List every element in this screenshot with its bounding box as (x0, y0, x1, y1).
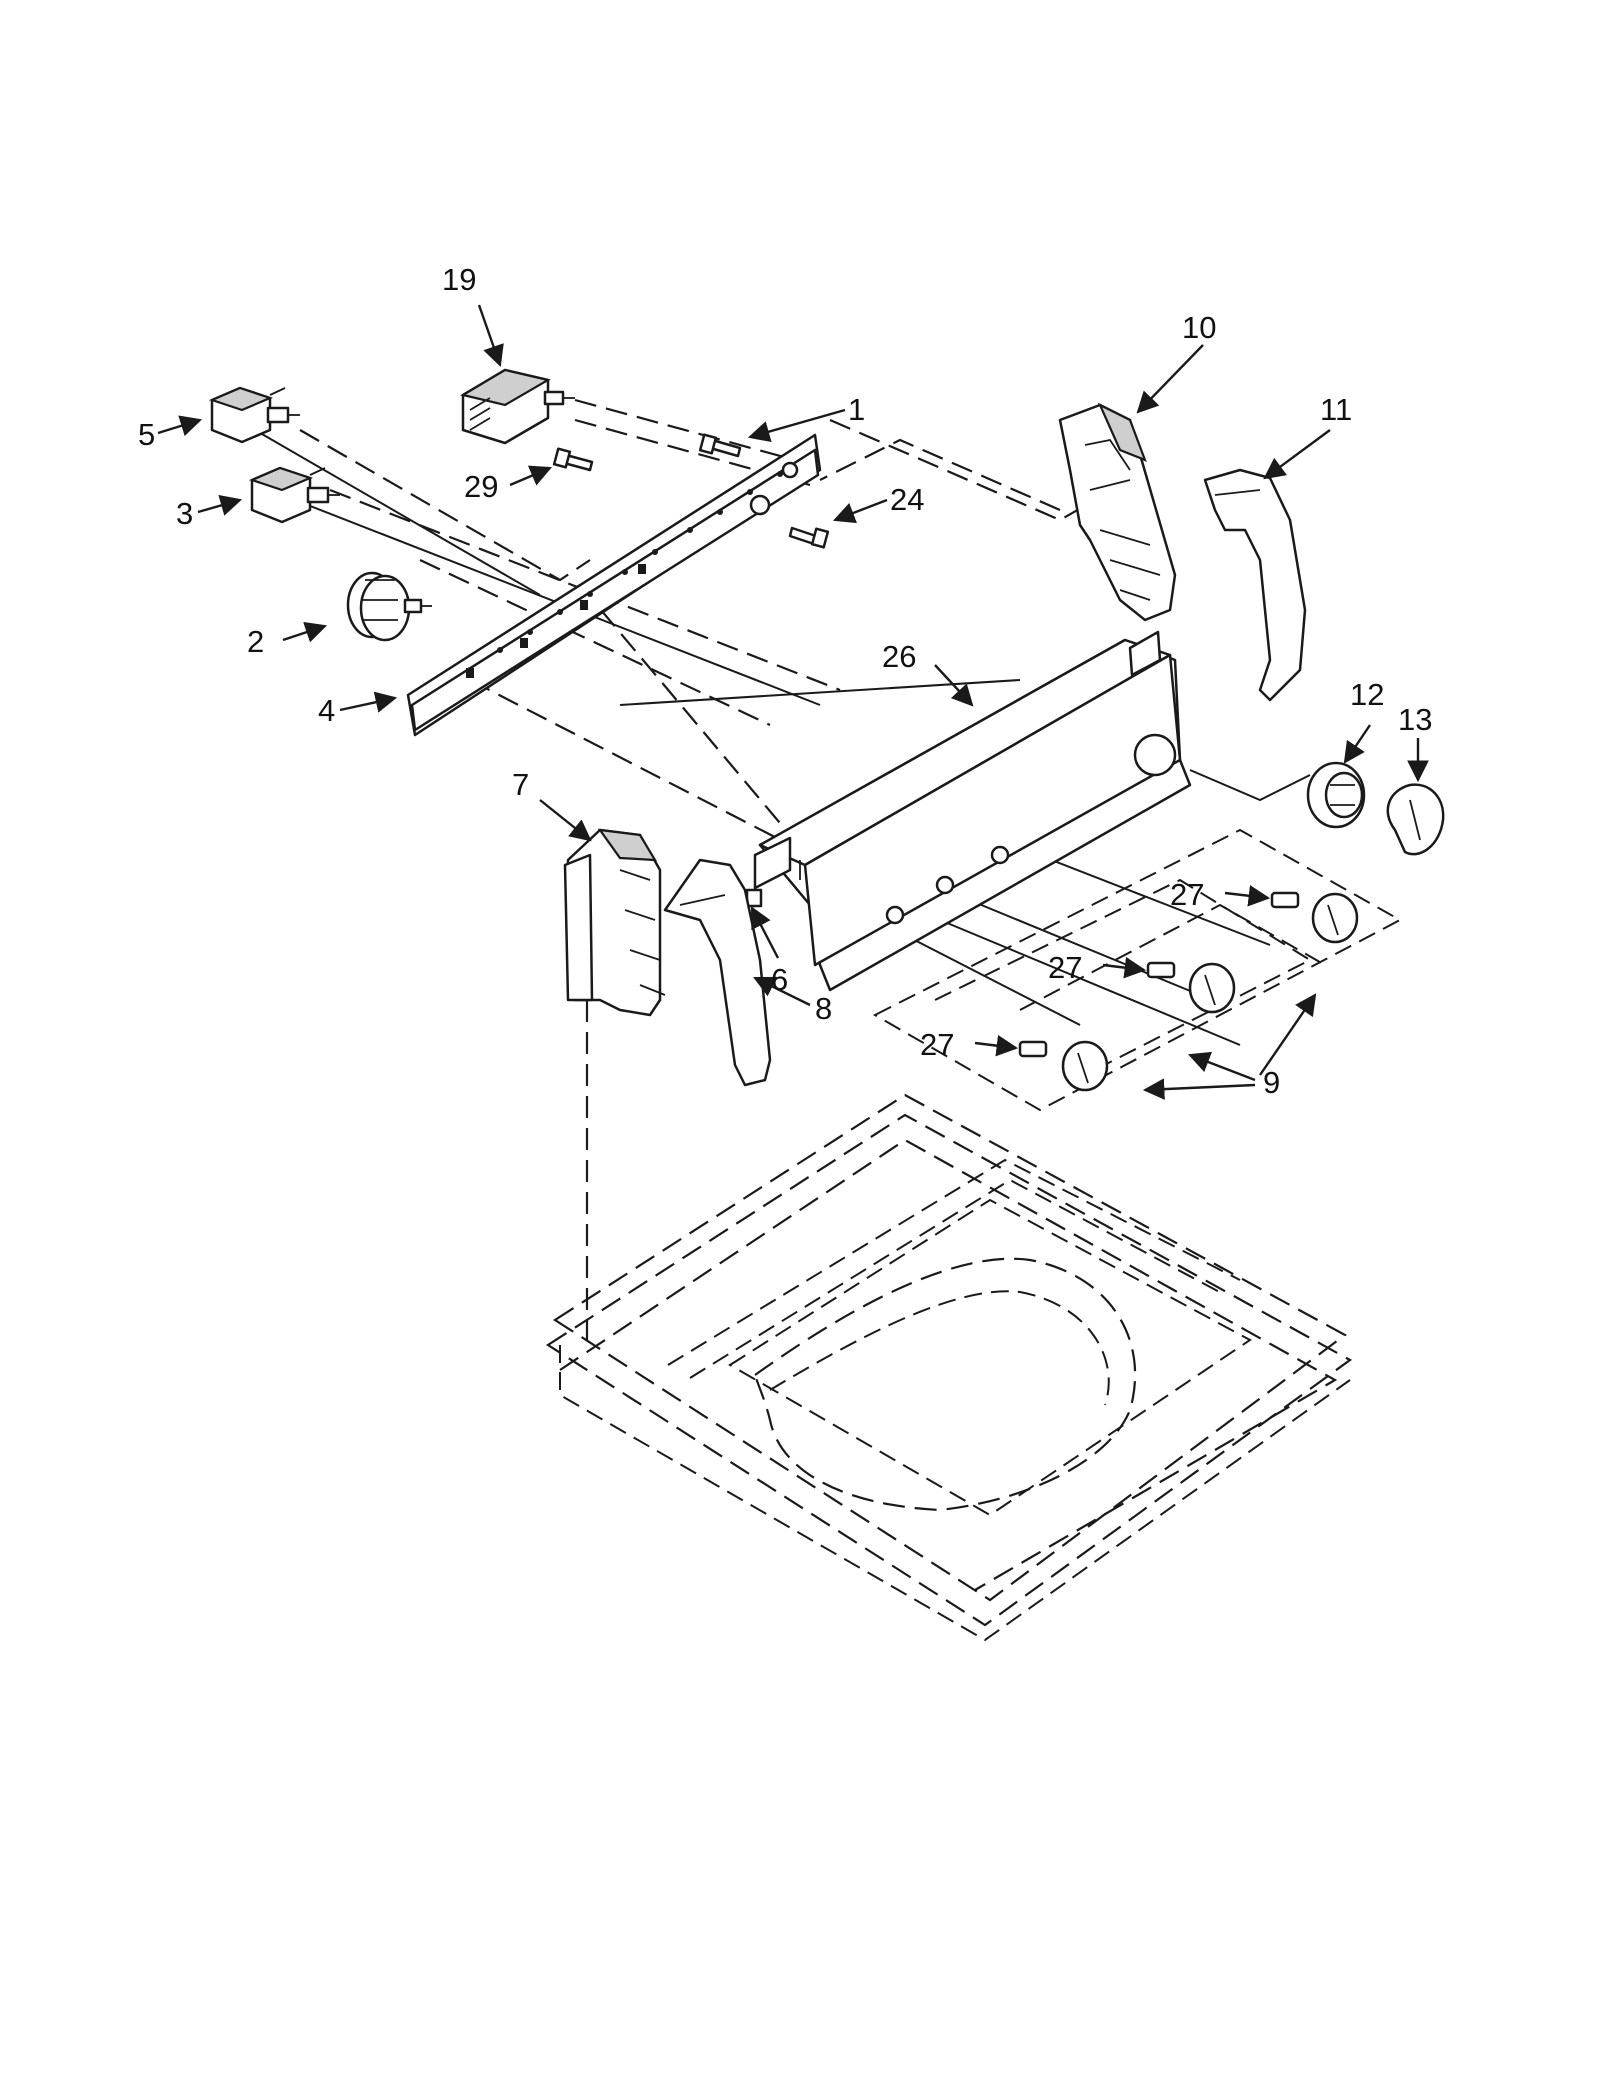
knob-row-3 (1018, 1040, 1109, 1092)
leader-arrows (157, 304, 1429, 1100)
end-trim-11 (1203, 468, 1307, 702)
callout-9: 9 (1263, 1065, 1280, 1100)
knob-assembly-outline (872, 828, 1403, 1112)
timer-2 (346, 571, 432, 642)
screw-1 (698, 433, 742, 458)
console-panel (753, 630, 1192, 992)
callout-3: 3 (176, 496, 193, 531)
end-cap-10 (1058, 402, 1177, 622)
callout-1: 1 (848, 392, 865, 427)
switch-3 (248, 466, 340, 524)
end-cap-7 (563, 828, 666, 1017)
callout-7: 7 (512, 767, 529, 802)
callout-27-bottom: 27 (920, 1027, 954, 1062)
callout-8: 8 (815, 991, 832, 1026)
callout-24: 24 (890, 482, 924, 517)
callout-4: 4 (318, 693, 335, 728)
knob-13 (1386, 783, 1445, 856)
switch-module-19 (460, 368, 575, 445)
callout-6: 6 (771, 962, 788, 997)
callout-29: 29 (464, 469, 498, 504)
screw-24 (788, 526, 830, 549)
callout-26: 26 (882, 639, 916, 674)
switch-5 (208, 386, 300, 444)
control-board (406, 433, 822, 737)
callout-5: 5 (138, 417, 155, 452)
screw-29 (552, 447, 594, 472)
callout-27-middle: 27 (1048, 950, 1082, 985)
end-trim-8 (663, 858, 772, 1087)
callout-12: 12 (1350, 677, 1384, 712)
callout-11: 11 (1320, 392, 1352, 427)
washer-top-outline (545, 1000, 1353, 1642)
callout-13: 13 (1398, 702, 1432, 737)
callout-10: 10 (1182, 310, 1216, 345)
callout-2: 2 (247, 624, 264, 659)
callout-27-top: 27 (1170, 877, 1204, 912)
knob-row-2 (1146, 961, 1236, 1014)
knob-bezel-12 (1306, 761, 1366, 829)
knob-row-1 (1270, 891, 1359, 944)
callout-19: 19 (442, 262, 476, 297)
callout-labels: 1 2 3 4 5 6 7 8 9 10 11 12 13 19 24 26 2… (138, 262, 1432, 1100)
